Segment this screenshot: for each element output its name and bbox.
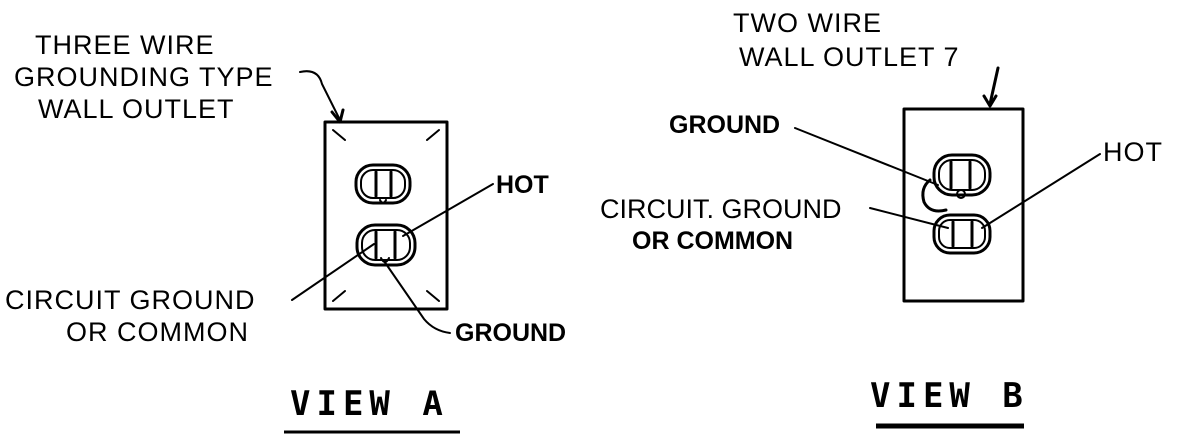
view-b-circuit-ground-line2: OR COMMON [632, 227, 794, 255]
view-b-hot-label: HOT [1103, 137, 1163, 167]
view-b-title-line1: TWO WIRE [733, 8, 882, 38]
view-a-circuit-ground-leader [291, 243, 375, 301]
view-a-hot-leader [402, 183, 494, 237]
view-a-wall-plate [323, 120, 449, 311]
view-b-ground-label: GROUND [669, 111, 781, 139]
view-a-circuit-ground-line1: CIRCUIT GROUND [5, 285, 256, 315]
view-b-hot-leader [981, 153, 1101, 229]
view-b-circuit-ground-leader [869, 207, 949, 229]
view-b-title-line2: WALL OUTLET 7 [739, 42, 960, 72]
view-a-title-line1: THREE WIRE [35, 30, 215, 60]
view-b-outlet [794, 66, 1101, 303]
view-a-lower-receptacle [355, 223, 417, 267]
view-a-ground-label: GROUND [455, 319, 567, 347]
view-a-title-leader [299, 70, 341, 121]
view-b-title-arrow [982, 66, 1000, 108]
view-b-wall-plate [902, 107, 1025, 303]
view-b-caption: VIEW B [870, 376, 1029, 416]
view-a-outlet [291, 70, 494, 334]
view-a-upper-receptacle [354, 163, 412, 205]
view-b-circuit-ground-line1: CIRCUIT. GROUND [600, 194, 842, 224]
view-b-ground-leader [794, 127, 939, 186]
view-a-ground-leader [383, 260, 451, 334]
view-a-title-arrow [330, 108, 345, 124]
view-a-circuit-ground-line2: OR COMMON [66, 317, 249, 347]
view-a-caption: VIEW A [290, 384, 449, 424]
view-a-corner-marks [332, 129, 440, 302]
view-b-lower-receptacle [932, 213, 992, 255]
view-a-title-line3: WALL OUTLET [38, 94, 235, 124]
view-b-upper-receptacle [921, 153, 992, 213]
view-a-hot-label: HOT [496, 171, 549, 199]
view-a-title-line2: GROUNDING TYPE [14, 62, 274, 92]
